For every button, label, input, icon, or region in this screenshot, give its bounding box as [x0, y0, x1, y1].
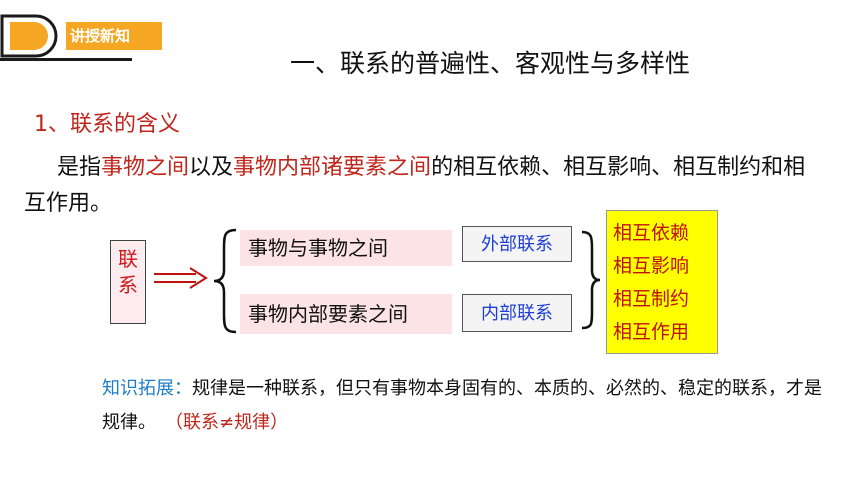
mode-item: 相互依赖	[613, 222, 690, 244]
lianxi-char-bottom: 系	[118, 273, 138, 297]
internal-elements-box: 事物内部要素之间	[240, 294, 452, 334]
badge-label: 讲授新知	[66, 22, 162, 50]
badge-underline	[0, 58, 132, 61]
right-brace-icon	[581, 230, 601, 330]
definition-highlight-2: 事物内部诸要素之间	[233, 155, 432, 180]
page-title: 一、联系的普遍性、客观性与多样性	[289, 49, 690, 78]
external-link-tag: 外部联系	[462, 226, 572, 262]
mode-item: 相互制约	[613, 288, 690, 310]
knowledge-extension: 知识拓展：规律是一种联系，但只有事物本身固有的、本质的、必然的、稳定的联系，才是…	[102, 372, 822, 440]
definition-paragraph: 是指事物之间以及事物内部诸要素之间的相互依赖、相互影响、相互制约和相互作用。	[24, 150, 814, 222]
definition-text-2: 以及	[189, 155, 234, 180]
between-things-box: 事物与事物之间	[240, 230, 452, 266]
badge-shape-icon	[0, 14, 58, 58]
mode-item: 相互影响	[613, 255, 690, 277]
extension-note: （联系≠规律）	[165, 412, 289, 433]
lianxi-box: 联 系	[110, 240, 146, 324]
definition-text-3: 的相互依赖、相互影响、相互制约和相互作用。	[24, 155, 806, 216]
definition-highlight-1: 事物之间	[101, 155, 190, 180]
lianxi-char-top: 联	[118, 247, 138, 271]
section-heading: 1、联系的含义	[34, 112, 180, 137]
interaction-modes-box: 相互依赖 相互影响 相互制约 相互作用	[606, 210, 718, 354]
mode-item: 相互作用	[613, 321, 690, 343]
extension-label: 知识拓展：	[102, 378, 192, 399]
left-brace-icon	[213, 228, 237, 334]
extension-text: 规律是一种联系，但只有事物本身固有的、本质的、必然的、稳定的联系，才是规律。	[102, 378, 822, 433]
internal-link-tag: 内部联系	[462, 294, 572, 332]
definition-text-1: 是指	[57, 155, 102, 180]
double-arrow-icon	[154, 267, 208, 289]
